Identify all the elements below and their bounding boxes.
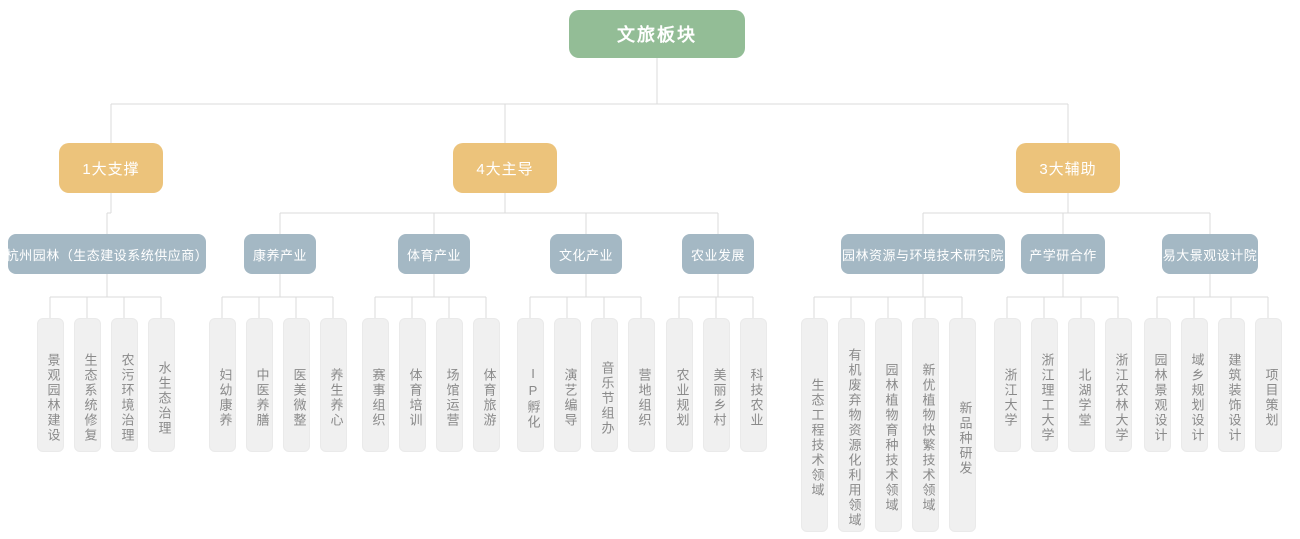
leaf-node: 医美微整	[282, 318, 310, 452]
leaf-node: 新品种研发	[948, 318, 976, 532]
leaf-node: 北湖学堂	[1067, 318, 1095, 452]
leaf-node: 景观园林建设	[36, 318, 64, 452]
group-node: 文化产业	[550, 234, 622, 274]
group-node: 产学研合作	[1021, 234, 1105, 274]
leaf-node: 水生态治理	[147, 318, 175, 452]
leaf-node-label: 生态工程技术领域	[809, 378, 825, 498]
leaf-node: 赛事组织	[361, 318, 389, 452]
group-node-label: 康养产业	[252, 247, 307, 263]
leaf-node-label: 养生养心	[328, 368, 344, 428]
leaf-node-label: 体育培训	[407, 368, 423, 428]
leaf-node-label: 北湖学堂	[1076, 368, 1092, 428]
branch-node-label: 4大主导	[476, 160, 534, 178]
leaf-node: 项目策划	[1254, 318, 1282, 452]
leaf-node-label: IP孵化	[525, 366, 541, 430]
leaf-node-label: 农污环境治理	[119, 353, 135, 443]
group-node-label: 产学研合作	[1029, 247, 1097, 263]
group-node-label: 文化产业	[558, 247, 613, 263]
leaf-node: 场馆运营	[435, 318, 463, 452]
leaf-node: 演艺编导	[553, 318, 581, 452]
leaf-node-label: 科技农业	[748, 368, 764, 428]
leaf-node-label: 项目策划	[1263, 368, 1279, 428]
leaf-node-label: 营地组织	[636, 368, 652, 428]
root-node: 文旅板块	[569, 10, 745, 58]
leaf-node: 农污环境治理	[110, 318, 138, 452]
group-node-label: 易大景观设计院	[1162, 247, 1258, 263]
leaf-node-label: 浙江农林大学	[1113, 353, 1129, 443]
root-node-label: 文旅板块	[617, 25, 697, 45]
leaf-node-label: 农业规划	[674, 368, 690, 428]
leaf-node-label: 体育旅游	[481, 368, 497, 428]
leaf-node-label: 浙江理工大学	[1039, 353, 1055, 443]
leaf-node-label: 有机废弃物资源化利用领域	[846, 348, 862, 528]
leaf-node-label: 演艺编导	[562, 368, 578, 428]
leaf-node: 养生养心	[319, 318, 347, 452]
leaf-node: 科技农业	[739, 318, 767, 452]
leaf-node-label: 水生态治理	[156, 360, 172, 436]
leaf-node: 浙江大学	[993, 318, 1021, 452]
leaf-node-label: 浙江大学	[1002, 368, 1018, 428]
leaf-node-label: 新优植物快繁技术领域	[920, 363, 936, 513]
group-node: 杭州园林（生态建设系统供应商）	[5, 234, 209, 274]
leaf-node-label: 赛事组织	[370, 368, 386, 428]
group-node-label: 杭州园林（生态建设系统供应商）	[5, 247, 209, 263]
group-node: 农业发展	[682, 234, 754, 274]
leaf-node-label: 妇幼康养	[217, 368, 233, 428]
leaf-node: 生态工程技术领域	[800, 318, 828, 532]
leaf-node: 美丽乡村	[702, 318, 730, 452]
leaf-node: 新优植物快繁技术领域	[911, 318, 939, 532]
branch-node: 1大支撑	[59, 143, 163, 193]
branch-node-label: 3大辅助	[1039, 160, 1097, 178]
leaf-node-label: 医美微整	[291, 368, 307, 428]
leaf-node-label: 音乐节组办	[599, 360, 615, 436]
leaf-node: 体育培训	[398, 318, 426, 452]
leaf-node-label: 建筑装饰设计	[1226, 353, 1242, 443]
leaf-node: 园林植物育种技术领域	[874, 318, 902, 532]
leaf-node-label: 中医养膳	[254, 368, 270, 428]
leaf-node: 农业规划	[665, 318, 693, 452]
group-node: 易大景观设计院	[1162, 234, 1258, 274]
leaf-node: IP孵化	[516, 318, 544, 452]
group-node-label: 农业发展	[690, 247, 745, 263]
leaf-node: 中医养膳	[245, 318, 273, 452]
leaf-node: 体育旅游	[472, 318, 500, 452]
leaf-node: 营地组织	[627, 318, 655, 452]
group-node: 体育产业	[398, 234, 470, 274]
leaf-node: 浙江农林大学	[1104, 318, 1132, 452]
leaf-node: 域乡规划设计	[1180, 318, 1208, 452]
leaf-node-label: 生态系统修复	[82, 353, 98, 443]
leaf-node: 建筑装饰设计	[1217, 318, 1245, 452]
branch-node: 4大主导	[453, 143, 557, 193]
leaf-node-label: 场馆运营	[444, 368, 460, 428]
branch-node: 3大辅助	[1016, 143, 1120, 193]
leaf-node: 园林景观设计	[1143, 318, 1171, 452]
leaf-node-label: 景观园林建设	[45, 353, 61, 443]
group-node: 康养产业	[244, 234, 316, 274]
group-node-label: 体育产业	[406, 247, 461, 263]
group-node-label: 园林资源与环境技术研究院	[841, 247, 1004, 263]
leaf-node-label: 新品种研发	[957, 400, 973, 476]
leaf-node: 生态系统修复	[73, 318, 101, 452]
leaf-node: 音乐节组办	[590, 318, 618, 452]
leaf-node: 浙江理工大学	[1030, 318, 1058, 452]
leaf-node-label: 美丽乡村	[711, 368, 727, 428]
leaf-node: 妇幼康养	[208, 318, 236, 452]
group-node: 园林资源与环境技术研究院	[841, 234, 1005, 274]
leaf-node: 有机废弃物资源化利用领域	[837, 318, 865, 532]
leaf-node-label: 园林植物育种技术领域	[883, 363, 899, 513]
leaf-node-label: 园林景观设计	[1152, 353, 1168, 443]
leaf-node-label: 域乡规划设计	[1189, 353, 1205, 443]
branch-node-label: 1大支撑	[82, 160, 140, 178]
